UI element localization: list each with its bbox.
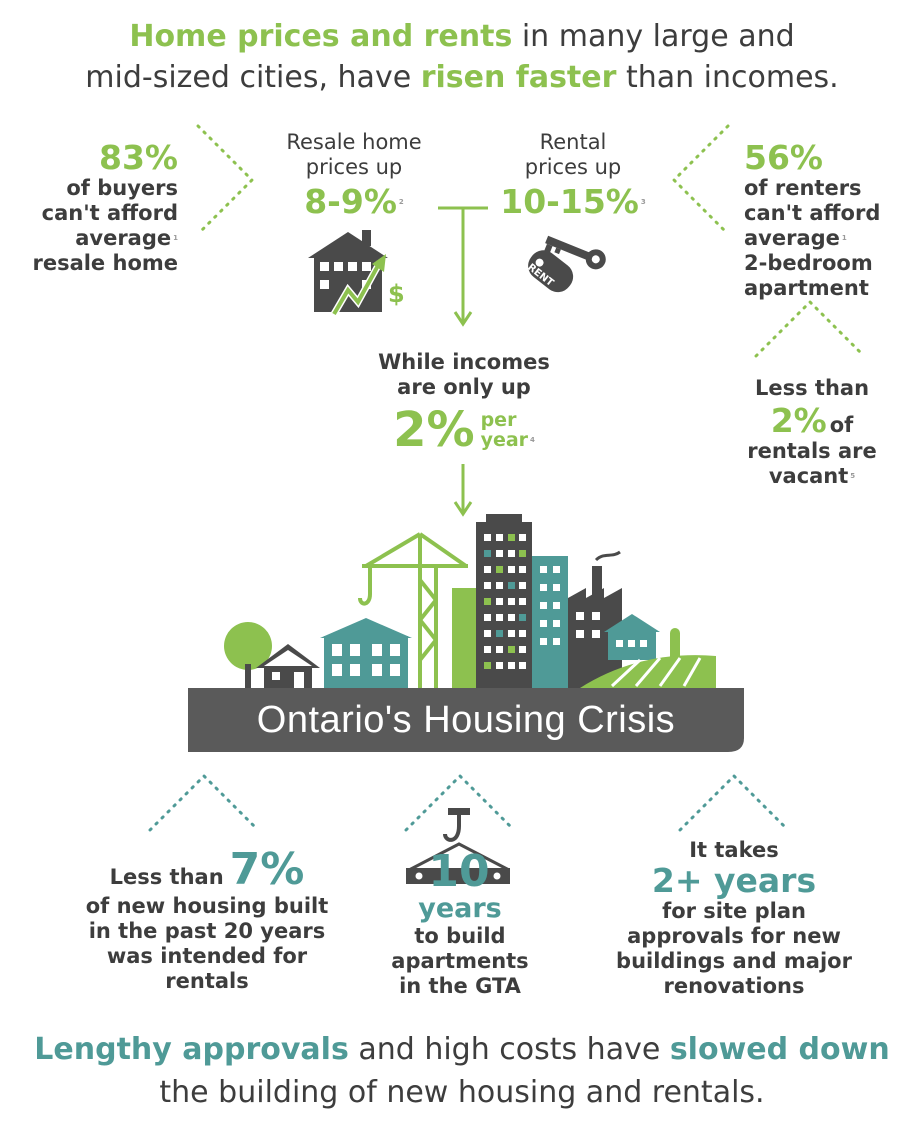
footer-highlight: Lengthy approvals [34,1032,349,1067]
vacancy-label: rentals are [747,439,877,463]
factory-icon [568,550,622,688]
vacancy-label: vacant [768,464,849,488]
approvals-label: renovations [663,974,805,998]
construction-crane-icon [358,532,468,688]
footnote-ref: 1 [173,234,178,242]
headline-highlight: Home prices and rents [129,19,513,54]
rental-stat: Rental prices up 10-15%3 [494,130,652,220]
buyers-label: of buyers [66,176,178,200]
build-time-label: apartments [391,949,529,973]
chevron-up-dotted [404,773,516,832]
buyers-percent: 83% [99,138,178,177]
headline-highlight: risen faster [420,60,617,95]
renters-label: apartment [744,276,869,300]
footnote-ref: 5 [850,472,856,480]
footnote-ref: 4 [530,436,535,444]
small-house-icon [256,644,320,688]
renters-label: 2-bedroom [744,251,873,275]
rental-label: prices up [524,155,622,179]
incomes-label: are only up [397,375,531,399]
chevron-up-dotted [678,773,790,832]
resale-value: 8-9% [304,182,397,221]
approvals-stat: It takes 2+ years for site plan approval… [594,838,874,999]
approvals-value: 2+ years [651,861,817,900]
new-housing-value: 7% [229,844,305,895]
build-time-label: to build [414,924,506,948]
farm-icon [580,614,716,688]
footer-highlight: slowed down [669,1032,890,1067]
vacancy-value: 2% [770,401,827,440]
new-housing-label: of new housing built [85,894,329,918]
incomes-unit: year [480,429,529,451]
renters-percent: 56% [744,138,823,177]
build-time-stat: years to build apartments in the GTA [370,894,550,999]
vacancy-unit: of [829,413,854,437]
chevron-left-dotted [671,124,730,236]
renters-label: average [744,226,840,250]
new-housing-label: Less than [109,865,224,889]
banner-title: Ontario's Housing Crisis [256,699,676,741]
renters-label: can't afford [744,201,881,225]
rental-key-icon [528,235,606,293]
renters-label: of renters [744,176,862,200]
new-housing-label: was intended for [106,944,308,968]
tall-tower-icon [476,514,532,688]
headline-text: mid-sized cities, have [85,60,421,95]
teal-tower-icon [532,556,568,688]
footer-summary: Lengthy approvals and high costs have sl… [0,1028,924,1114]
build-time-value: 10 [428,846,490,897]
headline-text: in many large and [512,19,795,54]
rental-label: Rental [539,130,607,154]
arrow-down-icon [438,206,488,327]
approvals-label: buildings and major [616,949,852,973]
chevron-up-dotted [754,299,866,358]
headline-text: than incomes. [616,60,839,95]
house-price-icon: $ [308,230,405,316]
footer-text: and high costs have [348,1032,670,1067]
footnote-ref: 3 [640,198,646,206]
build-time-label: in the GTA [399,974,521,998]
buyers-label: average [75,226,172,250]
buyers-label: resale home [32,251,178,275]
vacancy-label: Less than [754,376,870,400]
footer-text: the building of new housing and rentals. [159,1075,765,1110]
chevron-up-dotted [148,773,260,832]
green-tower [452,588,476,688]
incomes-label: While incomes [378,350,550,374]
rental-value: 10-15% [500,182,639,221]
footnote-ref: 1 [841,234,847,242]
tree-icon [224,622,272,688]
approvals-label: approvals for new [627,924,841,948]
resale-label: Resale home [286,130,422,154]
buyers-label: can't afford [41,201,178,225]
townhouse-icon [320,618,412,688]
footnote-ref: 2 [398,198,404,206]
crane-hook-icon [406,808,510,884]
new-housing-label: rentals [165,969,249,993]
approvals-label: It takes [689,838,779,862]
incomes-unit: per [480,409,517,431]
resale-stat: Resale home prices up 8-9%2 [262,130,446,220]
arrow-down-icon [453,464,473,517]
headline: Home prices and rents in many large and … [0,16,924,98]
incomes-value: 2% [393,402,475,458]
chevron-right-dotted [196,124,255,236]
approvals-label: for site plan [662,899,806,923]
new-housing-label: in the past 20 years [88,919,326,943]
banner-background [188,688,744,752]
svg-text:$: $ [388,280,405,308]
resale-label: prices up [305,155,403,179]
build-time-unit: years [418,893,502,924]
